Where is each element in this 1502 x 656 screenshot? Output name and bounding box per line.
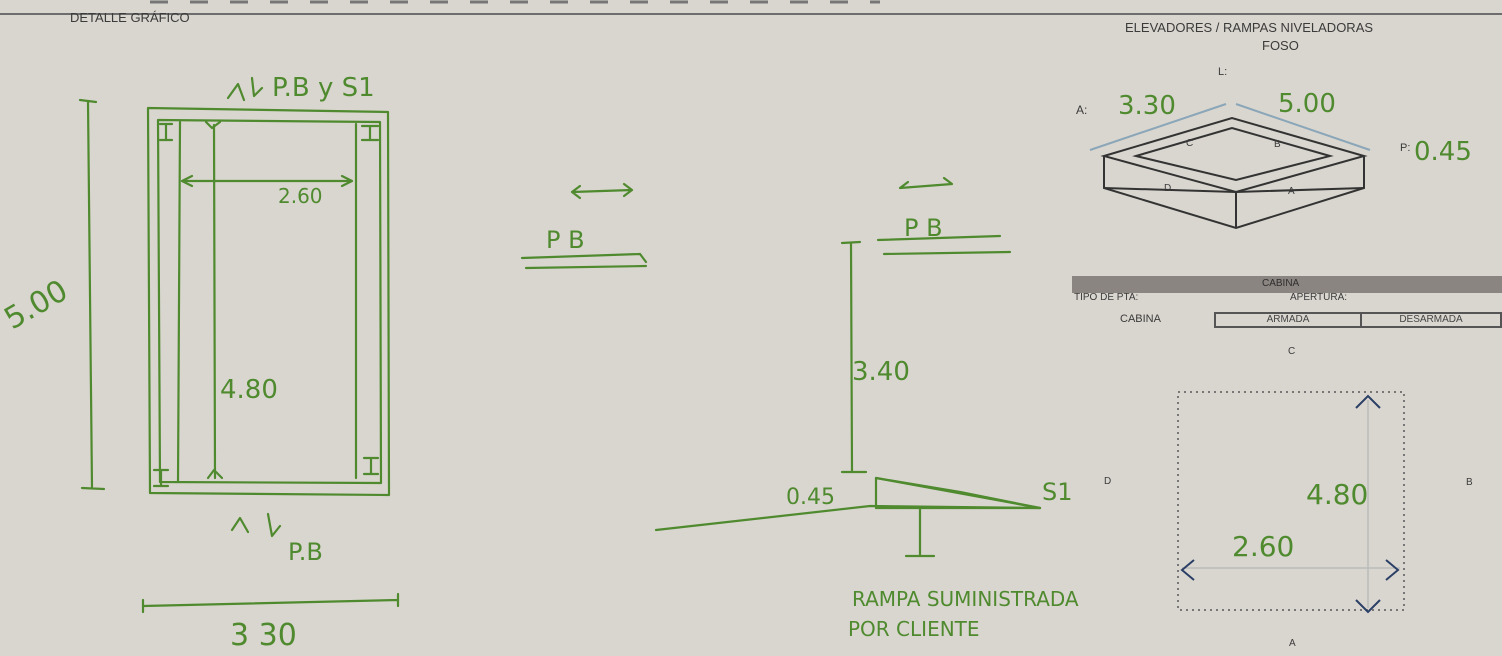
- tipo-label: TIPO DE PTA:: [1074, 292, 1139, 303]
- plan-inner-width: 2.60: [278, 184, 323, 208]
- ramp-note-line1: RAMPA SUMINISTRADA: [852, 587, 1079, 611]
- s1-label: S1: [1042, 478, 1073, 506]
- cabin-length: 4.80: [1306, 478, 1368, 511]
- cabin-width: 2.60: [1232, 530, 1294, 563]
- desarmada-cell: DESARMADA: [1360, 312, 1502, 328]
- foso-side-c: C: [1186, 138, 1194, 149]
- left-pb-label: P B: [546, 226, 585, 254]
- cabin-side-b: B: [1466, 477, 1473, 488]
- cabina-header-bar: [1072, 276, 1502, 293]
- height-label: 3.40: [852, 357, 910, 387]
- plan-total-width: 3 30: [230, 618, 297, 653]
- foso-a-prefix: A:: [1076, 103, 1088, 117]
- apertura-label: APERTURA:: [1290, 292, 1348, 303]
- plan-top-label: P.B y S1: [272, 73, 375, 103]
- foso-p-prefix: P:: [1400, 142, 1411, 154]
- left-title: DETALLE GRÁFICO: [70, 10, 190, 25]
- foso-side-a: A: [1288, 186, 1295, 197]
- cabin-side-a: A: [1289, 638, 1296, 649]
- right-pb-label: P B: [904, 214, 943, 242]
- cabina-row-label: CABINA: [1120, 313, 1161, 325]
- cabin-side-d: D: [1104, 476, 1112, 487]
- desarmada-label: DESARMADA: [1399, 314, 1463, 325]
- plan-bottom-label: P.B: [288, 538, 323, 566]
- ramp-note-line2: POR CLIENTE: [848, 617, 980, 641]
- cabina-header: CABINA: [1262, 278, 1300, 289]
- armada-label: ARMADA: [1266, 314, 1310, 325]
- right-subtitle: FOSO: [1262, 38, 1299, 53]
- foso-value-a: 3.30: [1118, 91, 1176, 121]
- pit-depth-label: 0.45: [786, 485, 835, 510]
- cabin-side-c: C: [1288, 346, 1296, 357]
- plan-inner-length: 4.80: [220, 375, 278, 405]
- foso-side-d: D: [1164, 183, 1172, 194]
- foso-value-p: 0.45: [1414, 137, 1472, 167]
- foso-value-l: 5.00: [1278, 89, 1336, 119]
- plan-labels: P.B y S1 P.B 2.60 4.80 3 30 5.00: [0, 73, 375, 653]
- right-title: ELEVADORES / RAMPAS NIVELADORAS: [1125, 20, 1374, 35]
- foso-l-prefix: L:: [1218, 66, 1228, 78]
- plan-sketch: [78, 76, 400, 614]
- foso-side-b: B: [1274, 139, 1281, 150]
